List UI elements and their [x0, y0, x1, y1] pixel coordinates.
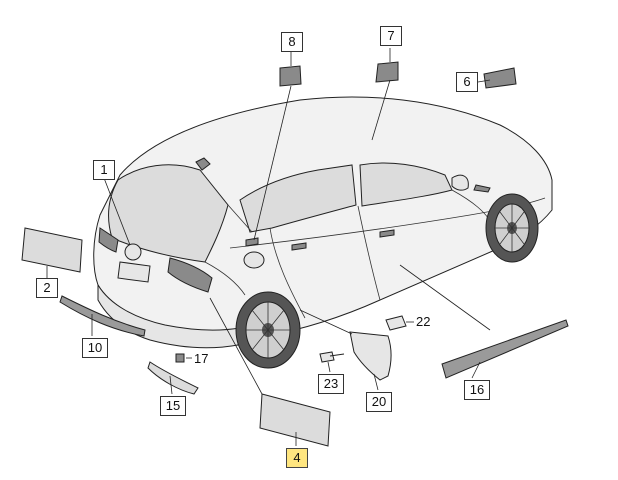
label-22[interactable]: 22	[416, 314, 431, 329]
callout-20[interactable]: 20	[366, 392, 392, 412]
callout-10[interactable]: 10	[82, 338, 108, 358]
part-15-shape	[147, 361, 199, 395]
car-body	[93, 96, 553, 349]
part-16-shape	[441, 319, 569, 379]
rear-window	[108, 164, 229, 263]
callout-8[interactable]: 8	[281, 32, 303, 52]
leader-lines	[46, 48, 491, 446]
part-17-shape	[175, 353, 185, 363]
callout-7[interactable]: 7	[380, 26, 402, 46]
label-17[interactable]: 17	[194, 351, 209, 366]
part-7-shape	[375, 61, 399, 83]
rear-wheel	[235, 291, 301, 369]
part-2-shape	[21, 227, 83, 273]
callout-6[interactable]: 6	[456, 72, 478, 92]
callout-4[interactable]: 4	[286, 448, 308, 468]
front-wheel	[485, 193, 539, 263]
part-4-shape	[259, 393, 331, 447]
part-23-shape	[319, 351, 345, 363]
callout-15[interactable]: 15	[160, 396, 186, 416]
part-20-shape	[349, 331, 392, 381]
part-22-shape	[385, 315, 407, 331]
rear-side-window	[239, 164, 357, 233]
part-10-shape	[59, 295, 146, 337]
part-8-shape	[279, 65, 302, 87]
part-6-shape	[483, 67, 517, 89]
callout-1[interactable]: 1	[93, 160, 115, 180]
callout-23[interactable]: 23	[318, 374, 344, 394]
callout-16[interactable]: 16	[464, 380, 490, 400]
callout-2[interactable]: 2	[36, 278, 58, 298]
